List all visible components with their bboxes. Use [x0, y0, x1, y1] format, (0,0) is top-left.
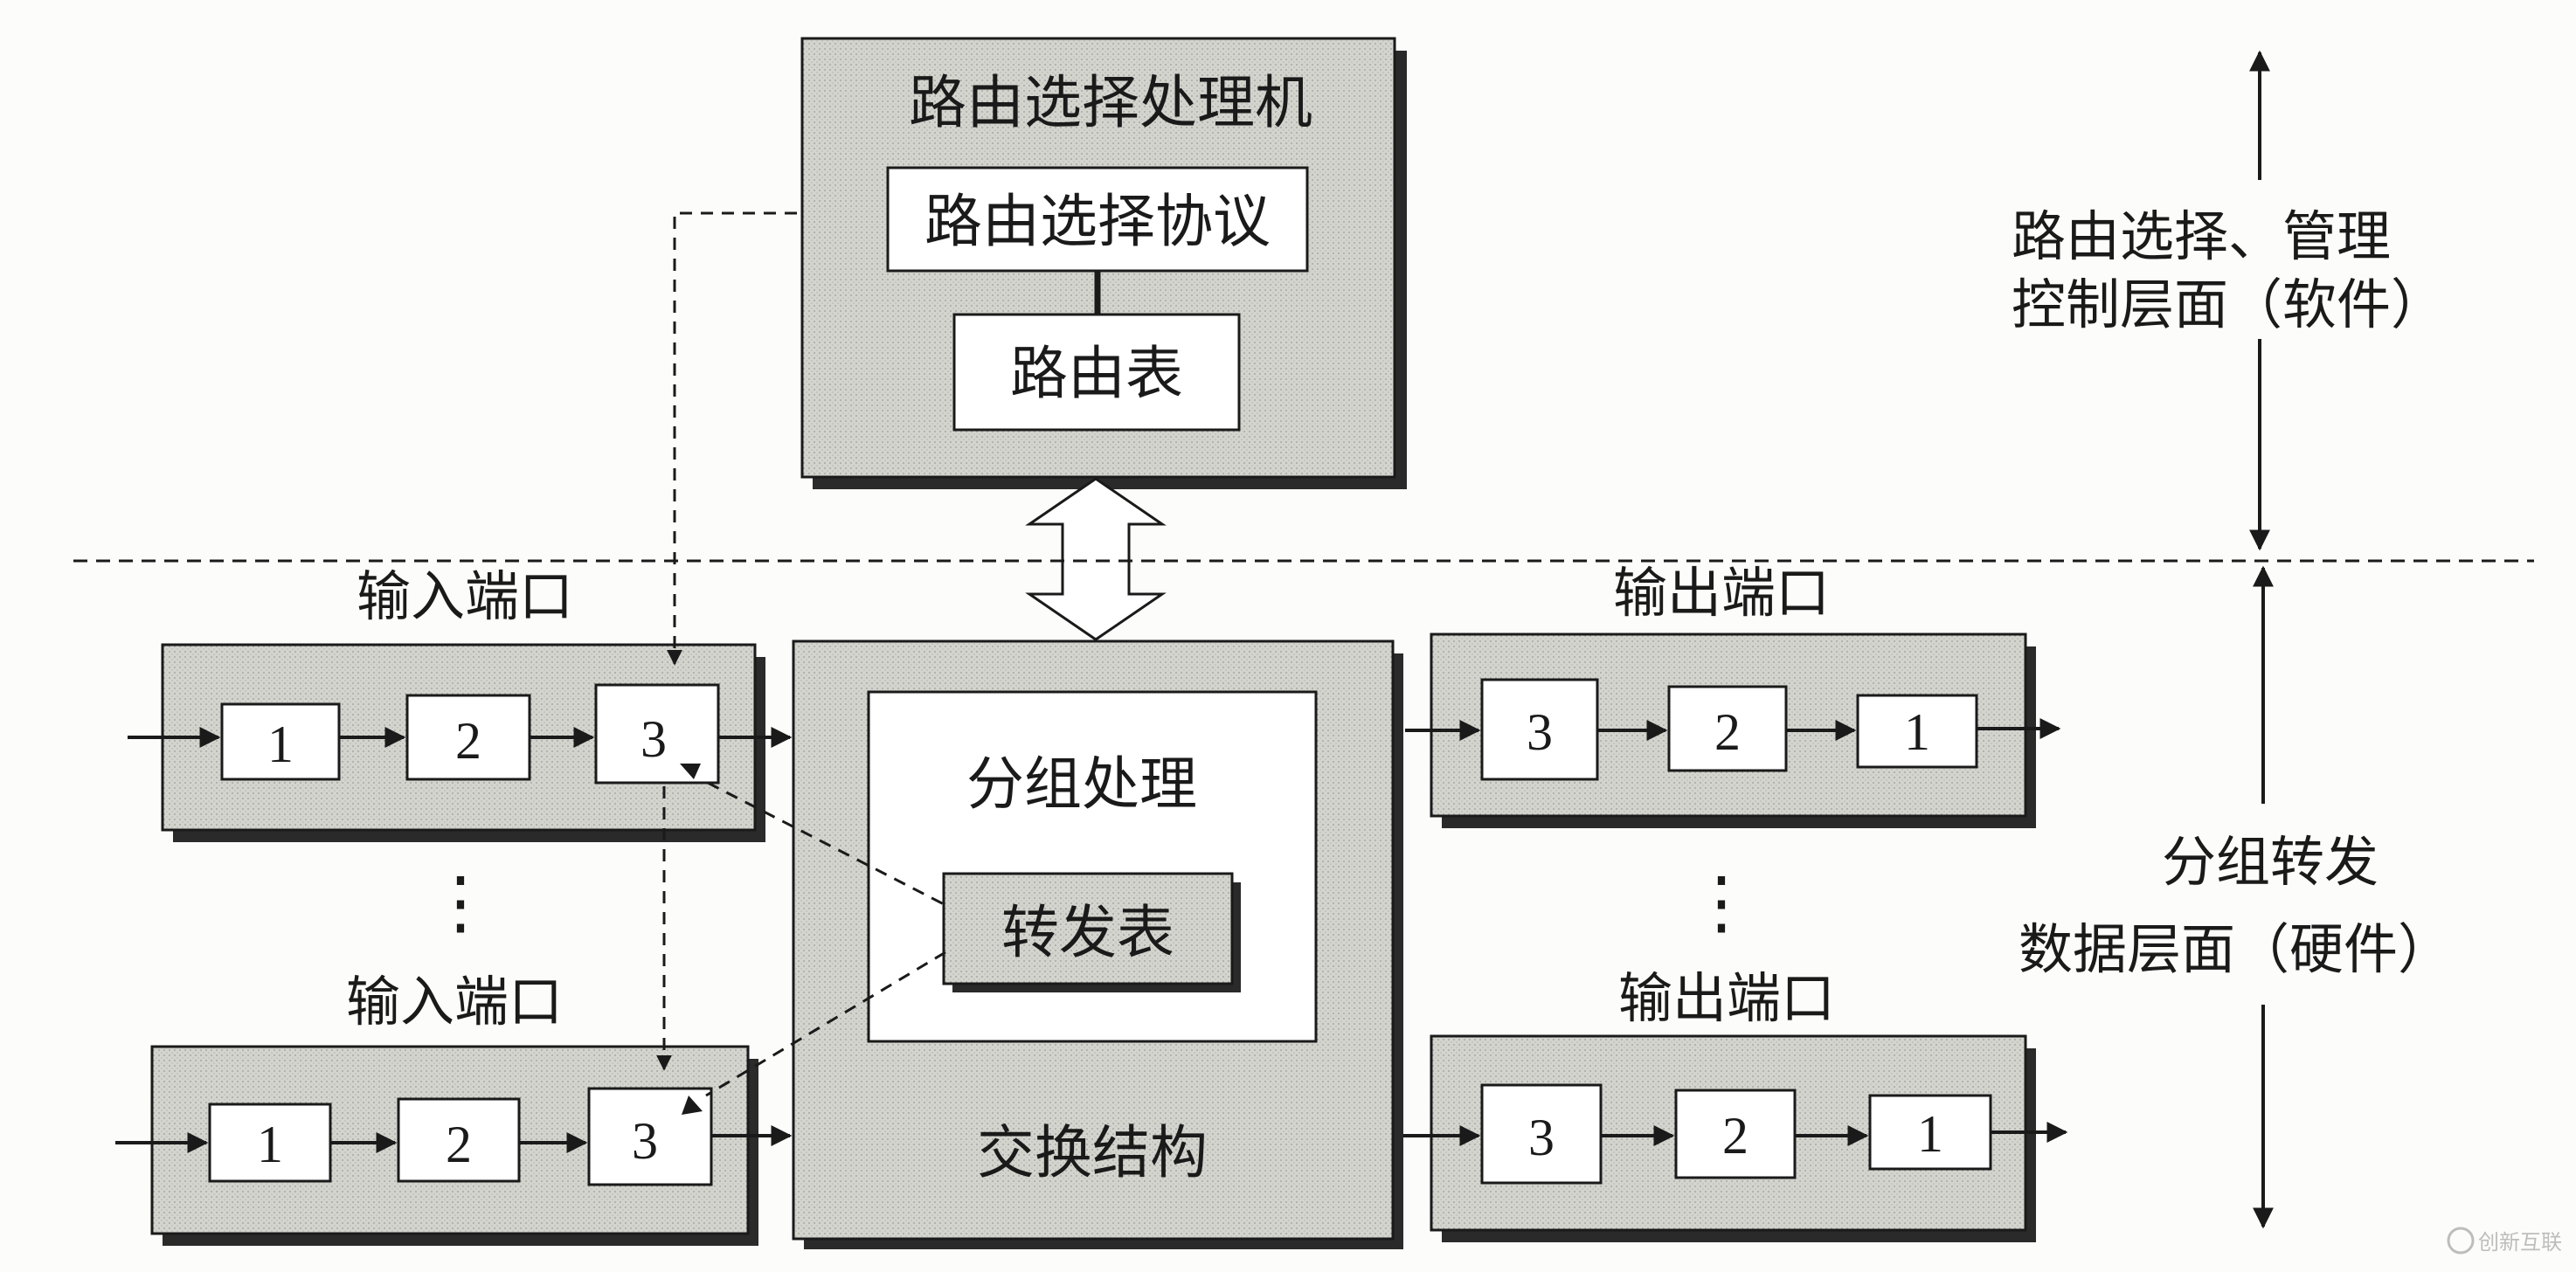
processor-fabric-double-arrow — [1025, 477, 1167, 641]
input-port-label-bottom: 输入端口 — [346, 970, 563, 1034]
routing-protocol-label: 路由选择协议 — [924, 188, 1271, 255]
input-queue-top: 1 2 3 — [220, 683, 720, 785]
routing-table-box — [952, 313, 1241, 432]
queue-box — [1480, 1083, 1603, 1185]
queue-box — [208, 1103, 332, 1183]
queue-box-number: 3 — [1527, 703, 1553, 761]
routing-processor: 路由选择处理机 路由选择协议 路由表 — [800, 37, 1407, 489]
routing-protocol-box — [886, 166, 1309, 273]
queue-box-number: 1 — [1917, 1105, 1943, 1163]
input-flow-arrows-bottom — [115, 1125, 793, 1153]
routing-table-label: 路由表 — [1010, 340, 1183, 407]
queue-box — [1674, 1089, 1797, 1179]
input-queue-bottom: 1 2 3 — [208, 1087, 713, 1186]
queue-box-number: 1 — [1904, 703, 1930, 761]
queue-box-number: 2 — [1714, 703, 1741, 761]
queue-box-number: 3 — [1528, 1109, 1555, 1166]
queue-box — [1856, 694, 1978, 769]
forwarding-table-box — [942, 872, 1234, 985]
output-flow-arrows-bottom — [1403, 1122, 2068, 1146]
switch-fabric: 分组处理 转发表 交换结构 — [792, 639, 1403, 1249]
routing-processor-title: 路由选择处理机 — [909, 69, 1312, 136]
queue-box — [397, 1097, 521, 1183]
packet-processing-label: 分组处理 — [966, 750, 1197, 818]
queue-box-number: 3 — [632, 1112, 658, 1170]
queue-box-number: 1 — [267, 716, 294, 773]
output-queue-top: 3 2 1 — [1480, 678, 1978, 781]
watermark-text: 创新互联 — [2478, 1230, 2562, 1255]
lookup-mark-bottom — [682, 1096, 703, 1115]
watermark-logo: 创新互联 — [2447, 1227, 2562, 1255]
output-queue-bottom: 3 2 1 — [1480, 1083, 1992, 1185]
forwarding-table-label: 转发表 — [1001, 899, 1174, 966]
forwarding-table-update-path — [656, 211, 797, 1071]
queue-box — [220, 702, 341, 781]
input-ports-ellipsis: ⋮ — [426, 861, 495, 943]
plane-axis — [2249, 50, 2274, 1229]
queue-box-number: 1 — [257, 1116, 283, 1173]
output-flow-arrows-top — [1405, 718, 2061, 741]
queue-box-number: 2 — [1722, 1107, 1748, 1165]
output-ports-ellipsis: ⋮ — [1686, 861, 1756, 943]
queue-box-number: 2 — [446, 1116, 472, 1173]
queue-box — [405, 694, 531, 781]
data-plane-line2: 数据层面（硬件） — [2019, 917, 2452, 981]
control-plane-line1: 路由选择、管理 — [2012, 204, 2391, 268]
queue-box — [1480, 678, 1599, 781]
queue-box — [1868, 1094, 1992, 1171]
switch-fabric-title: 交换结构 — [977, 1119, 1208, 1186]
data-plane-line1: 分组转发 — [2162, 830, 2379, 894]
forwarding-lookup-paths — [705, 781, 946, 1097]
queue-box-number: 2 — [455, 712, 481, 770]
queue-box — [1667, 685, 1788, 772]
control-plane-line2: 控制层面（软件） — [2012, 273, 2445, 336]
lookup-mark-top — [680, 764, 701, 779]
output-port-label-bottom: 输出端口 — [1618, 966, 1835, 1030]
queue-box-number: 3 — [641, 710, 667, 768]
input-port-label-top: 输入端口 — [357, 564, 573, 628]
output-port-label-top: 输出端口 — [1613, 561, 1830, 625]
